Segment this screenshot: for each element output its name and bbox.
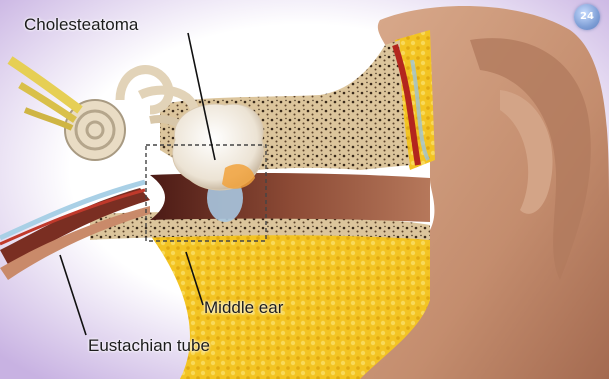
watermark-badge-icon: 24: [574, 4, 600, 30]
cholesteatoma-label: Cholesteatoma: [24, 16, 138, 33]
eustachian-tube-label: Eustachian tube: [88, 337, 210, 354]
middle-ear-label: Middle ear: [204, 299, 283, 316]
watermark-badge: 24: [569, 4, 605, 48]
